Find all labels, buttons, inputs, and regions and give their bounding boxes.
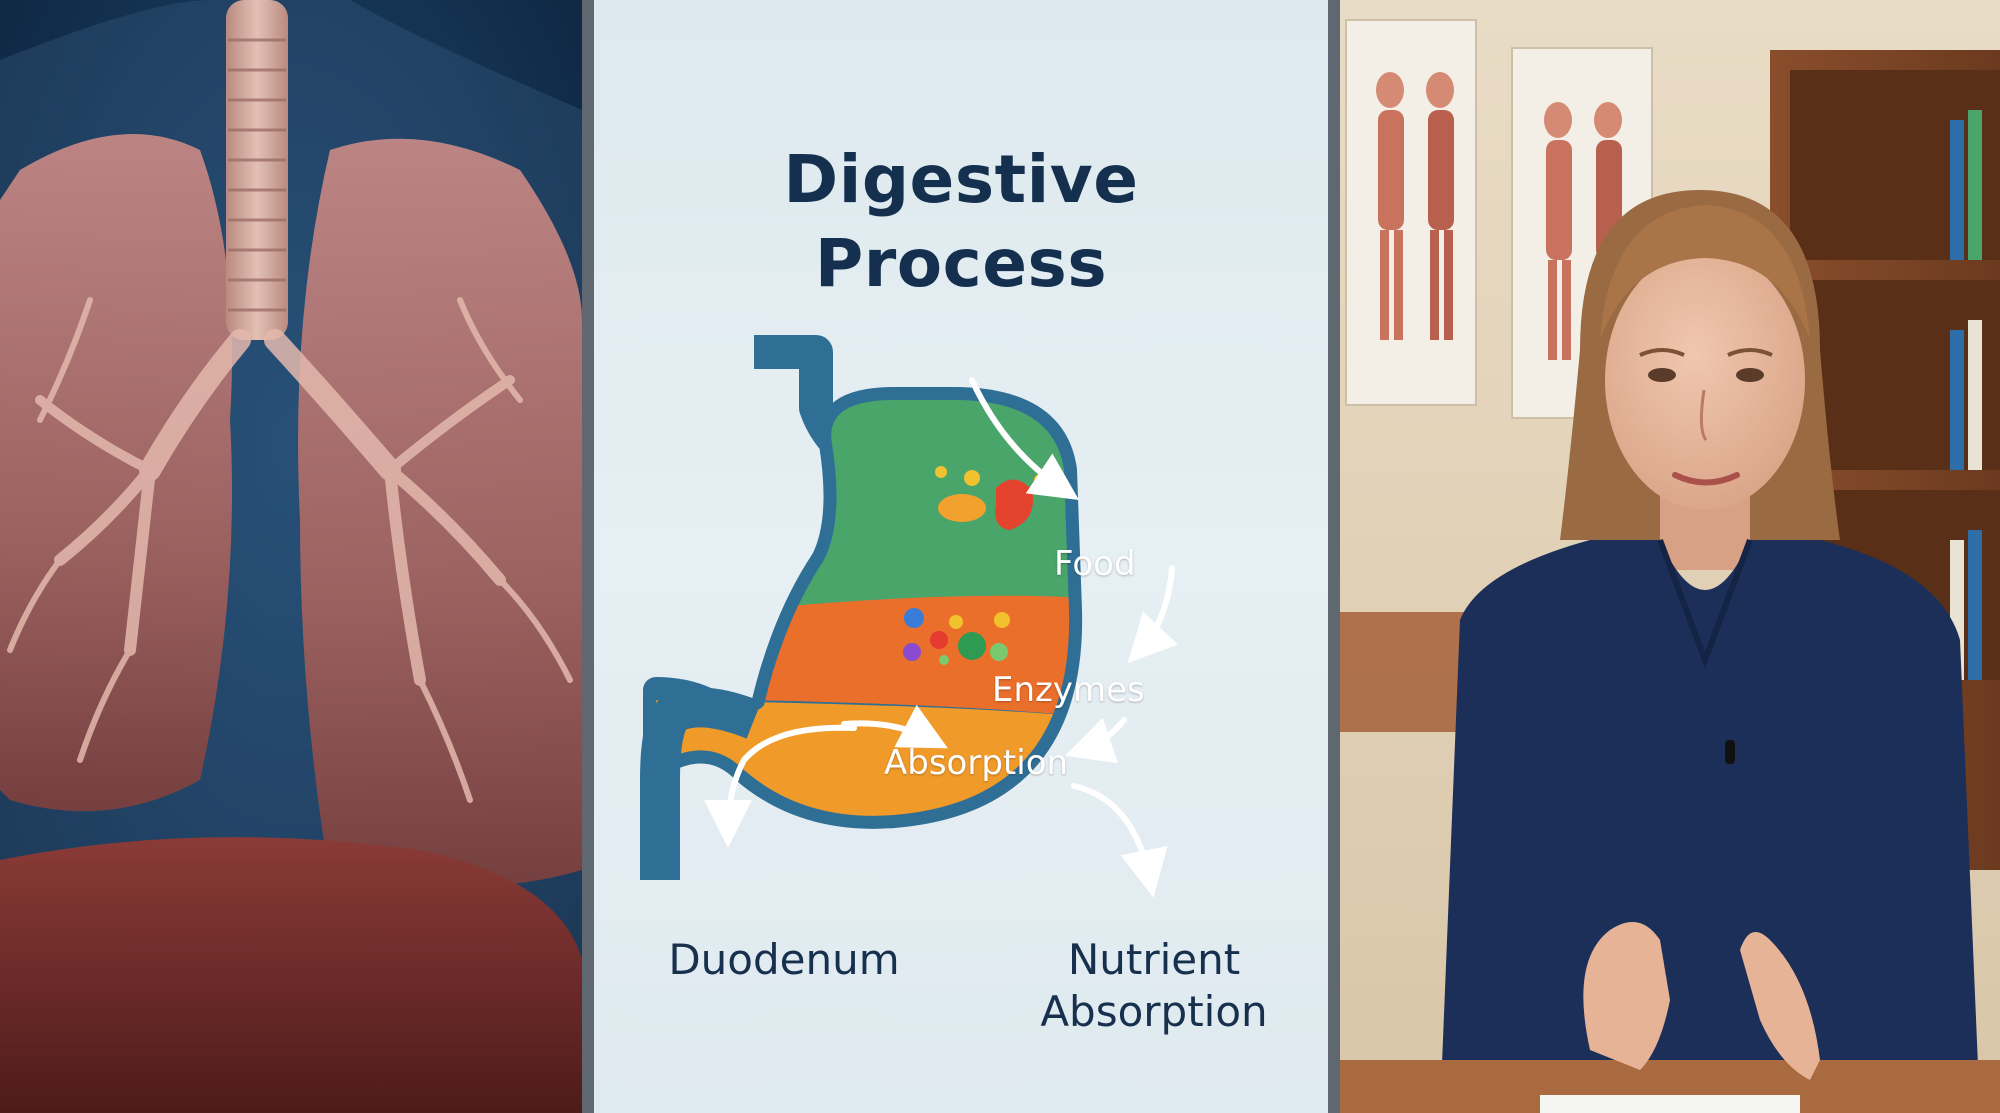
lapel-microphone [1725,740,1735,764]
stomach-diagram [640,335,1179,898]
arrow-to-duodenum-entry [841,704,948,749]
presenter-right-hand [1740,932,1820,1080]
presenter-panel [1340,0,2000,1113]
food-particles [935,466,1046,530]
label-nutrient-line1: Nutrient [1067,935,1241,984]
digestive-diagram-panel: Digestive Process [582,0,1340,1113]
label-nutrient-line2: Absorption [1040,987,1268,1036]
label-absorption: Absorption [884,743,1069,783]
presenter-scene [1340,0,2000,1113]
zone-absorption [656,700,1070,816]
arrow-to-duodenum [704,724,857,848]
arrow-into-stomach [969,377,1079,500]
label-duodenum: Duodenum [668,935,900,984]
anatomy-poster-1 [1345,19,1477,406]
diagram-title-line1: Digestive [783,141,1139,218]
flow-arrows [704,377,1179,898]
diagram-title: Digestive Process [594,138,1328,306]
arrow-food-to-enzymes [1127,565,1179,664]
label-nutrient-absorption: Nutrient Absorption [1004,934,1304,1038]
presenter-scrubs [1440,540,1980,1113]
arrow-enzymes-to-absorption [1064,717,1127,764]
diagram-title-line2: Process [814,225,1108,302]
duodenum-outline [640,687,762,880]
label-enzymes: Enzymes [992,670,1145,710]
arrow-to-nutrient-absorption [1071,783,1168,898]
label-food: Food [1054,544,1136,584]
lungs-illustration-panel [0,0,582,1113]
enzyme-particles [903,608,1010,665]
presenter-left-hand [1583,922,1670,1070]
zone-enzymes [744,595,1070,720]
presenter-face [1605,250,1805,510]
lungs-illustration [0,0,582,1113]
